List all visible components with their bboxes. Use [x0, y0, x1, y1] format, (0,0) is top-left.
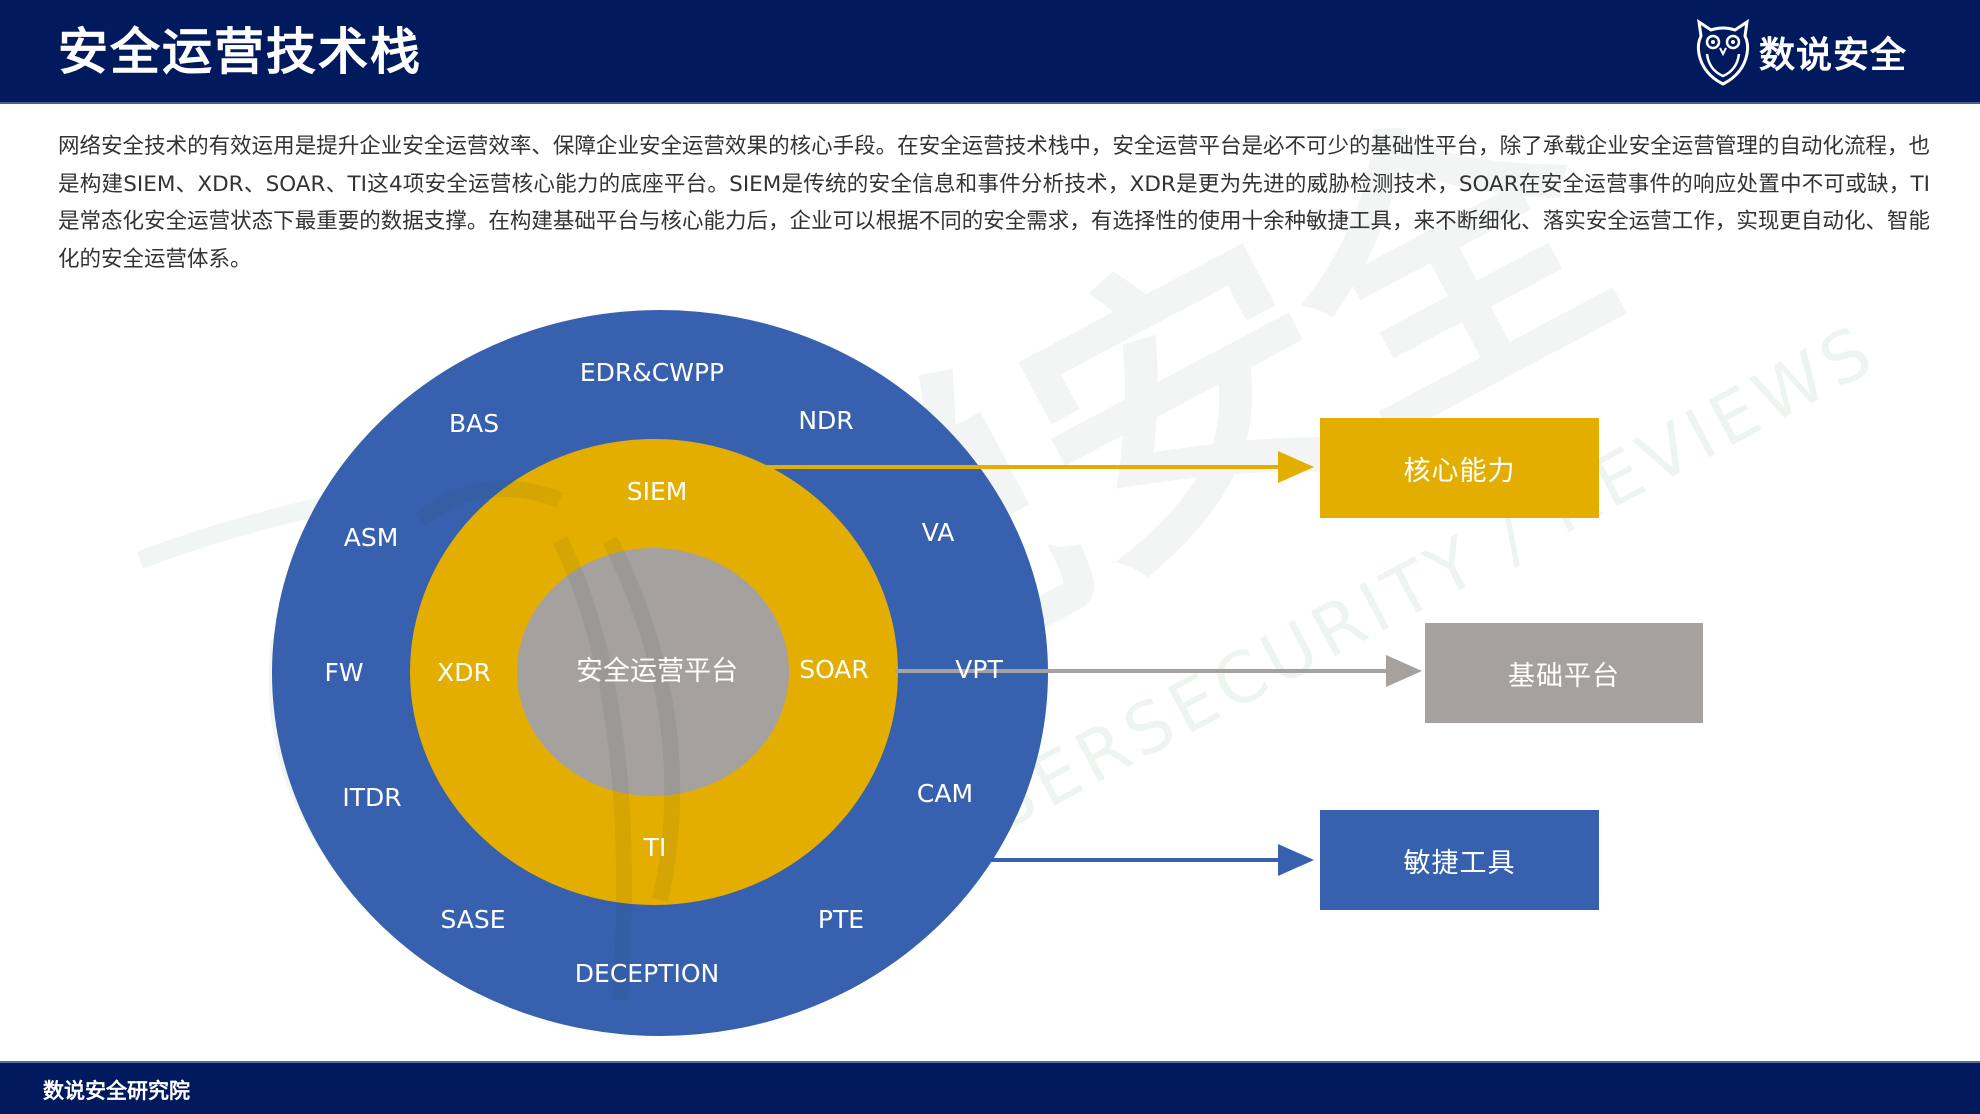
tool-item-asm: ASM — [343, 523, 399, 552]
tool-item-sase: SASE — [440, 905, 506, 934]
core-item-soar: SOAR — [799, 655, 869, 684]
tool-item-vpt: VPT — [955, 655, 1003, 684]
brand-logo: 数说安全 — [1695, 18, 1945, 86]
tool-item-fw: FW — [324, 658, 364, 687]
legend-base-label: 基础平台 — [1508, 660, 1620, 692]
legend-agile-label: 敏捷工具 — [1403, 847, 1516, 879]
footer-bar: 数说安全研究院 — [0, 1061, 1980, 1114]
tool-item-pte: PTE — [817, 905, 865, 934]
tool-item-va: VA — [921, 518, 955, 547]
footer-text: 数说安全研究院 — [43, 1079, 190, 1103]
core-item-xdr: XDR — [437, 658, 491, 687]
owl-icon — [1696, 18, 1750, 86]
center-label: 安全运营平台 — [576, 656, 738, 687]
legend-core-capabilities: 核心能力 — [1320, 418, 1599, 518]
tool-item-itdr: ITDR — [342, 783, 402, 812]
tool-item-cam: CAM — [916, 779, 974, 808]
page-title: 安全运营技术栈 — [58, 23, 422, 81]
core-item-siem: SIEM — [626, 477, 688, 506]
tool-item-deception: DECEPTION — [574, 959, 720, 988]
tool-item-ndr: NDR — [798, 406, 854, 435]
logo-text: 数说安全 — [1759, 35, 1908, 76]
legend-core-label: 核心能力 — [1403, 455, 1516, 487]
intro-paragraph: 网络安全技术的有效运用是提升企业安全运营效率、保障企业安全运营效果的核心手段。在… — [58, 134, 1930, 272]
tool-item-bas: BAS — [448, 409, 500, 438]
legend-base-platform: 基础平台 — [1425, 623, 1703, 723]
legend-agile-tools: 敏捷工具 — [1320, 810, 1599, 910]
core-item-ti: TI — [643, 833, 667, 862]
header-bar: 安全运营技术栈 数说安全 — [0, 0, 1980, 104]
tool-item-edr-cwpp: EDR&CWPP — [579, 358, 725, 387]
center-base-platform — [517, 548, 789, 796]
